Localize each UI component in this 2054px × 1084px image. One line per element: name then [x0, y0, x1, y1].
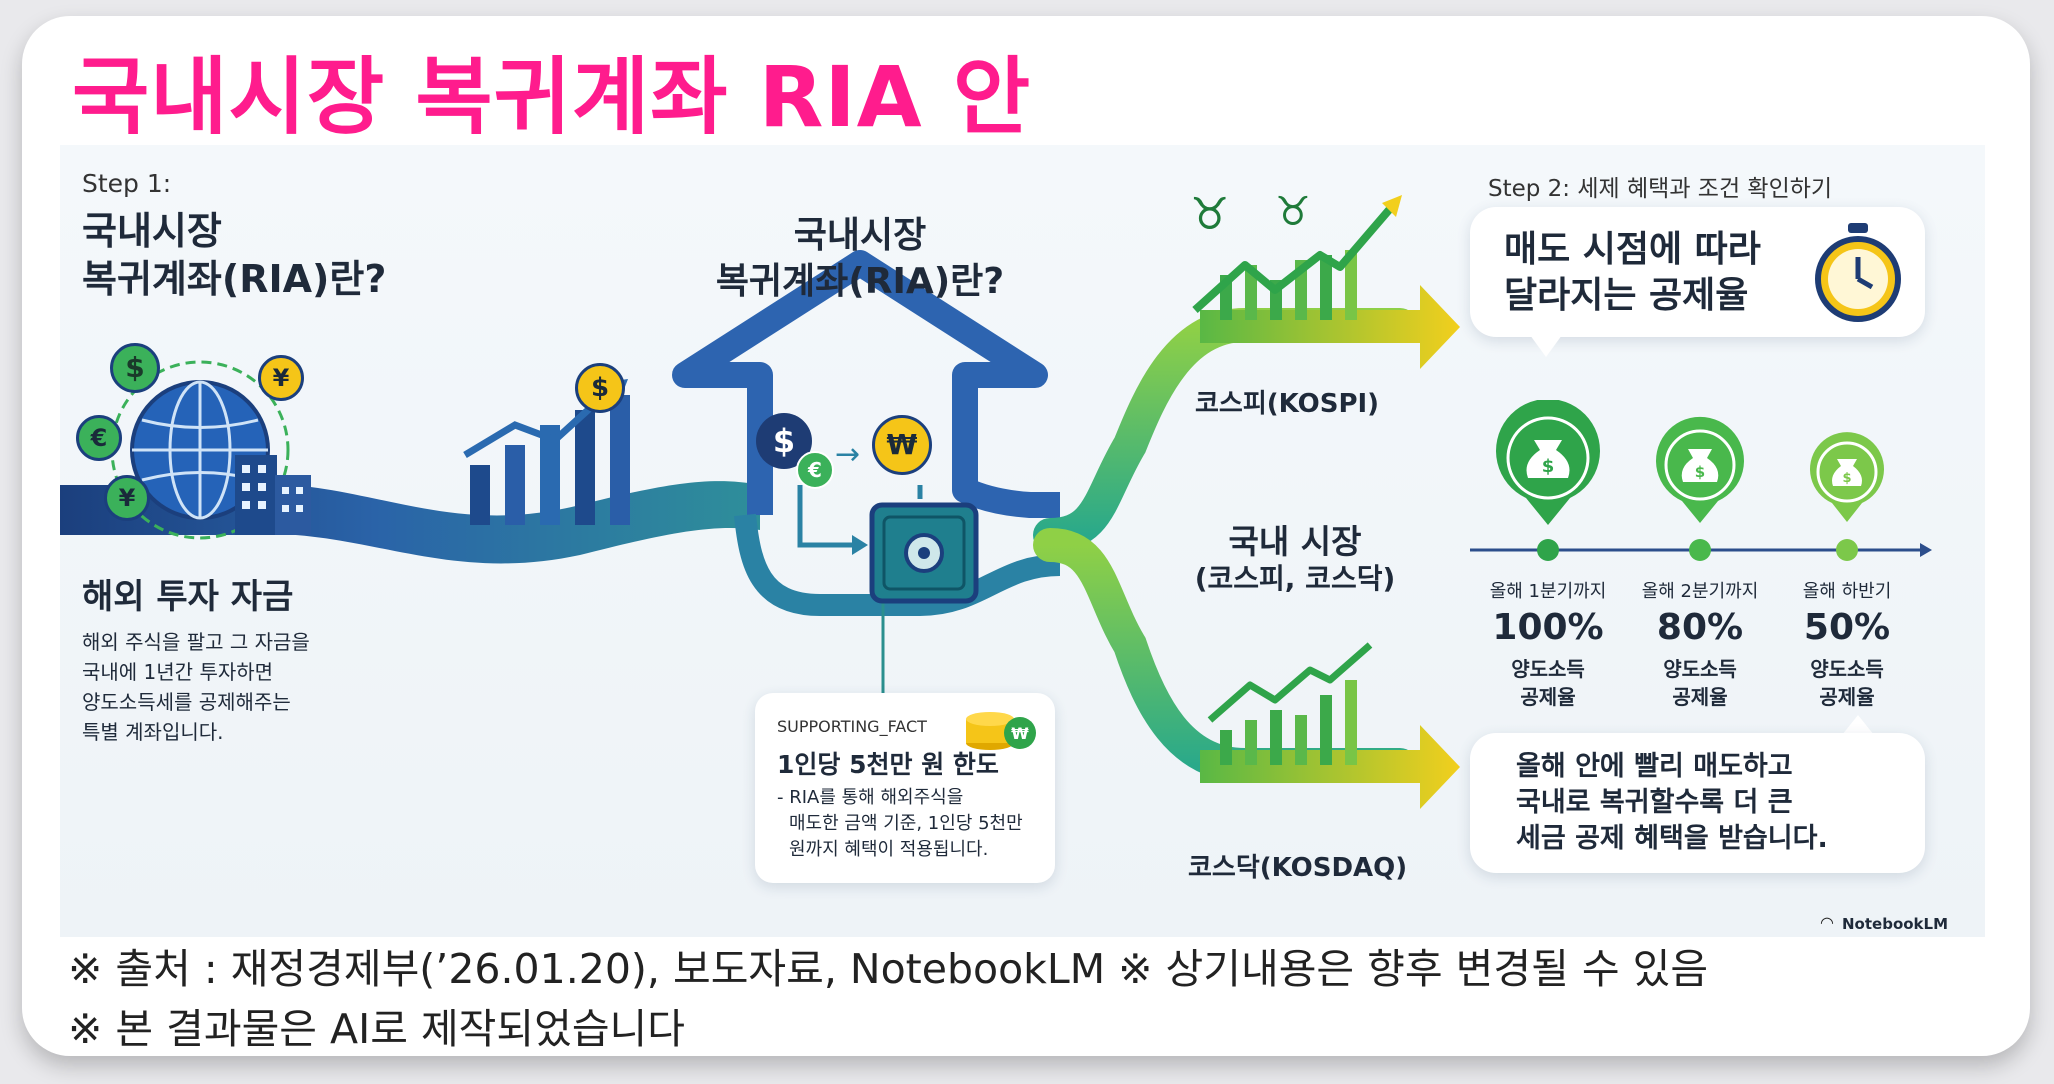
house-heading-line1: 국내시장 — [793, 215, 927, 256]
supporting-heading: 1인당 5천만 원 한도 — [777, 750, 999, 779]
house-heading-line2: 복귀계좌(RIA)란? — [715, 261, 1005, 302]
step2-bubble-line2: 달라지는 공제율 — [1504, 275, 1749, 316]
bottom-line2: 국내로 복귀할수록 더 큰 — [1516, 787, 1793, 818]
period-2-label1: 양도소득 — [1663, 657, 1737, 681]
step2-label: Step 2: 세제 혜택과 조건 확인하기 — [1488, 176, 1833, 202]
money-bag-icon-50: $ — [1810, 432, 1884, 522]
domestic-market-line2: (코스피, 코스닥) — [1194, 562, 1396, 595]
won-coin-icon: ₩ — [872, 415, 932, 475]
bag-dollar-100: $ — [1542, 456, 1555, 477]
yen-coin-icon: ¥ — [258, 355, 304, 401]
safe-icon — [797, 485, 979, 604]
period-2-when: 올해 2분기까지 — [1641, 581, 1759, 602]
step1-heading-line1: 국내시장 — [82, 209, 222, 253]
supporting-line2: 매도한 금액 기준, 1인당 5천만 — [789, 813, 1023, 834]
branch-kospi — [1033, 308, 1417, 552]
dollar-coin-growth-icon: $ — [575, 363, 625, 413]
globe-city-icon — [110, 360, 311, 540]
step2-bubble: 매도 시점에 따라 달라지는 공제율 — [1470, 207, 1925, 337]
kosdaq-arrow — [1200, 725, 1460, 809]
period-1-label1: 양도소득 — [1511, 657, 1585, 681]
overseas-desc-line4: 특별 계좌입니다. — [82, 720, 224, 744]
kosdaq-label: 코스닥(KOSDAQ) — [1188, 853, 1408, 883]
bag-dollar-50: $ — [1842, 471, 1851, 486]
bag-dollar-80: $ — [1695, 463, 1705, 481]
stopwatch-icon — [1815, 223, 1901, 322]
overseas-desc-line2: 국내에 1년간 투자하면 — [82, 660, 274, 684]
period-3-label2: 공제율 — [1819, 685, 1875, 709]
coin-won-symbol: ₩ — [1011, 724, 1029, 743]
overseas-heading: 해외 투자 자금 — [82, 577, 294, 617]
ria-infographic: Step 1: 국내시장 복귀계좌(RIA)란? $ ¥ € ¥ 해외 투자 자… — [60, 145, 1985, 937]
period-3-when: 올해 하반기 — [1802, 581, 1892, 602]
ox-icon: ♉ — [1275, 189, 1311, 235]
step2-bottom-bubble: 올해 안에 빨리 매도하고 국내로 복귀할수록 더 큰 세금 공제 혜택을 받습… — [1470, 733, 1925, 873]
kosdaq-chart-icon — [1207, 642, 1373, 765]
supporting-line1: - RIA를 통해 해외주식을 — [777, 787, 964, 808]
period-2-pct: 80% — [1656, 607, 1744, 648]
coin-stack-icon: ₩ — [966, 712, 1036, 750]
bottom-bubble-tail — [1842, 715, 1874, 735]
bubble-tail — [1530, 335, 1562, 357]
supporting-line3: 원까지 혜택이 적용됩니다. — [789, 839, 989, 860]
flow-graphic — [60, 250, 1932, 809]
step2-bubble-line1: 매도 시점에 따라 — [1504, 229, 1761, 270]
bull-icon: ♉ — [1190, 189, 1230, 240]
kospi-arrow — [1200, 285, 1460, 369]
arrow-right-icon: → — [835, 437, 861, 472]
euro-coin-icon: € — [76, 415, 122, 461]
period-1-when: 올해 1분기까지 — [1489, 581, 1607, 602]
step1-label: Step 1: — [82, 169, 172, 198]
kospi-label: 코스피(KOSPI) — [1195, 389, 1380, 419]
money-bag-icon-100: $ — [1496, 400, 1600, 525]
period-2-label2: 공제율 — [1672, 685, 1728, 709]
domestic-market-line1: 국내 시장 — [1228, 522, 1362, 561]
page-title: 국내시장 복귀계좌 RIA 안 — [72, 48, 1032, 146]
money-bag-icon-80: $ — [1656, 416, 1744, 523]
notebooklm-brand: NotebookLM — [1842, 915, 1949, 933]
bottom-line3: 세금 공제 혜택을 받습니다. — [1516, 823, 1828, 854]
period-1-label2: 공제율 — [1520, 685, 1576, 709]
supporting-fact-card: SUPPORTING_FACT 1인당 5천만 원 한도 - RIA를 통해 해… — [755, 693, 1055, 883]
footer-ai-note: ※ 본 결과물은 AI로 제작되었습니다 — [68, 1005, 685, 1053]
bottom-line1: 올해 안에 빨리 매도하고 — [1516, 751, 1793, 782]
period-3-pct: 50% — [1803, 607, 1891, 648]
yen-coin-icon-2: ¥ — [104, 475, 150, 521]
period-1-pct: 100% — [1492, 607, 1604, 648]
kospi-chart-icon — [1192, 195, 1402, 320]
footer-source: ※ 출처 : 재정경제부(’26.01.20), 보도자료, NotebookL… — [68, 945, 1709, 993]
euro-exchange-icon: € — [796, 451, 834, 489]
period-3-label1: 양도소득 — [1810, 657, 1884, 681]
overseas-desc-line1: 해외 주식을 팔고 그 자금을 — [82, 630, 310, 654]
dollar-coin-icon: $ — [110, 343, 160, 393]
overseas-desc-line3: 양도소득세를 공제해주는 — [82, 690, 291, 714]
step1-heading-line2: 복귀계좌(RIA)란? — [82, 257, 387, 301]
supporting-tag: SUPPORTING_FACT — [777, 717, 927, 736]
house-outline — [672, 250, 1060, 518]
notebooklm-logo-icon: ◠ — [1820, 913, 1834, 932]
